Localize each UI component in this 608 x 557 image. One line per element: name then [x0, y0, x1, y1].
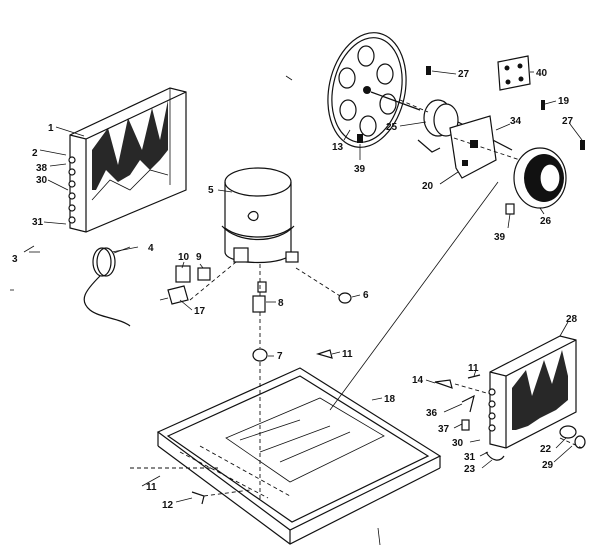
leader-lines	[23, 70, 583, 503]
relay-overload-parts	[159, 265, 211, 305]
capillary-tube	[83, 246, 139, 327]
callout-22: 22	[540, 444, 552, 455]
callout-11-right: 11	[468, 363, 479, 374]
callout-26: 26	[540, 216, 552, 227]
callout-8: 8	[278, 298, 284, 309]
part-callouts: 1 2 38 30 31 3 4 5 10 9 17 8 6 7 11 13 3…	[12, 68, 578, 511]
compressor	[221, 167, 299, 264]
callout-27-right: 27	[562, 116, 574, 127]
callout-39-right: 39	[494, 232, 506, 243]
callout-9: 9	[196, 252, 202, 263]
condenser-coil	[488, 335, 577, 449]
callout-30: 30	[36, 175, 48, 186]
evaporator-coil	[68, 87, 187, 233]
callout-10: 10	[178, 252, 190, 263]
callout-37: 37	[438, 424, 450, 435]
callout-11-top: 11	[342, 349, 353, 360]
assembly-guide-lines	[10, 75, 583, 546]
blower-wheel	[513, 147, 567, 209]
callout-23: 23	[464, 464, 476, 475]
callout-12: 12	[162, 500, 174, 511]
coil-tube-bends	[68, 156, 76, 224]
callout-36: 36	[426, 408, 438, 419]
callout-27-top: 27	[458, 69, 470, 80]
callout-7: 7	[277, 351, 283, 362]
callout-18: 18	[384, 394, 396, 405]
callout-25: 25	[386, 122, 398, 133]
motor-bracket	[449, 115, 497, 179]
callout-6: 6	[363, 290, 369, 301]
callout-1: 1	[48, 123, 54, 134]
callout-28: 28	[566, 314, 578, 325]
callout-39-left: 39	[354, 164, 366, 175]
callout-3: 3	[12, 254, 18, 265]
callout-38: 38	[36, 163, 48, 174]
callout-14: 14	[412, 375, 424, 386]
condenser-fan-blade	[327, 32, 407, 148]
base-pan	[156, 367, 442, 545]
callout-31: 31	[32, 217, 44, 228]
callout-11-bottom: 11	[146, 482, 157, 493]
callout-13: 13	[332, 142, 344, 153]
callout-5: 5	[208, 185, 214, 196]
callout-29: 29	[542, 460, 554, 471]
callout-34: 34	[510, 116, 522, 127]
callout-20: 20	[422, 181, 434, 192]
callout-30-right: 30	[452, 438, 464, 449]
callout-31-right: 31	[464, 452, 476, 463]
callout-4: 4	[148, 243, 154, 254]
callout-19: 19	[558, 96, 570, 107]
callout-2: 2	[32, 148, 38, 159]
callout-40: 40	[536, 68, 548, 79]
callout-17: 17	[194, 306, 206, 317]
mounting-plate	[497, 55, 531, 91]
